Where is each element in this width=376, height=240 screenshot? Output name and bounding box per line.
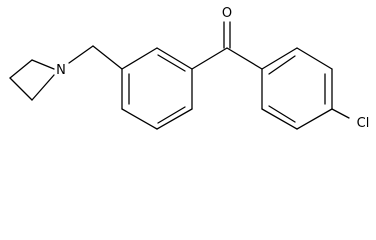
double-bond-inner: [157, 106, 186, 124]
benzene-ring-center: [121, 47, 193, 130]
bond: [296, 47, 333, 70]
bond: [121, 108, 158, 130]
bond: [31, 59, 55, 70]
bond: [261, 108, 298, 130]
carbonyl-group: O: [191, 6, 263, 70]
bond: [191, 47, 228, 70]
benzene-ring-chlorophenyl: [261, 47, 350, 130]
oxygen-atom-label: O: [222, 6, 232, 21]
chemical-structure-diagram: O N Cl: [9, 6, 370, 131]
bond: [226, 47, 263, 70]
bond: [156, 47, 193, 70]
bond: [31, 74, 55, 101]
methylene-linker: [68, 45, 123, 70]
nitrogen-atom-label: N: [56, 63, 66, 78]
bond: [92, 45, 123, 70]
bond: [296, 108, 333, 130]
bond: [261, 47, 298, 70]
bond: [156, 108, 193, 130]
double-bond-inner: [268, 105, 296, 123]
azetidine-ring: [9, 59, 55, 101]
double-bond-inner: [268, 55, 296, 75]
bond: [9, 59, 33, 79]
chlorine-atom-label: Cl: [357, 116, 370, 131]
double-bond-inner: [157, 54, 186, 72]
bond: [121, 47, 158, 70]
bond: [331, 108, 350, 119]
bond: [9, 77, 33, 101]
bond: [68, 45, 94, 64]
